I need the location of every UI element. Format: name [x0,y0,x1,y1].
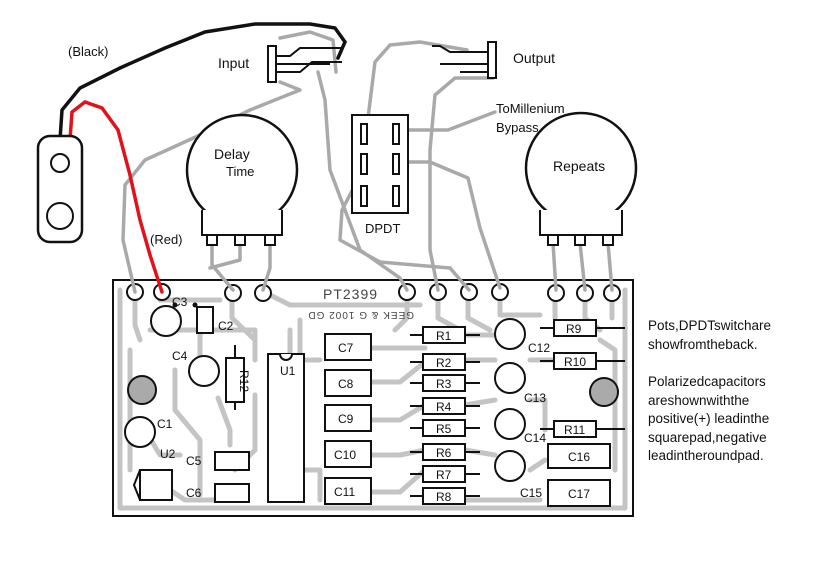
c5-body [214,451,250,471]
note-caps-line: squarepad,negative [648,429,767,445]
note-pots-line: showfromtheback. [648,336,758,352]
label-r1: R1 [436,329,452,343]
label-r12: R12 [237,370,251,392]
label-r4: R4 [436,400,452,414]
label-r3: R3 [436,377,452,391]
note-pots: Pots,DPDTswitchare showfromtheback. [648,317,771,354]
label-u1: U1 [280,364,296,378]
label-c13: C13 [524,391,546,405]
note-caps-line: leadintheroundpad. [648,448,764,463]
note-caps-line: positive(+) leadinthe [648,411,770,426]
label-input: Input [218,55,250,71]
mounting-hole [127,375,157,405]
label-c14: C14 [524,431,546,445]
label-r6: R6 [436,446,452,460]
output-jack [432,41,497,79]
label-c7: C7 [338,341,354,355]
board-title: PT2399 [323,286,378,302]
label-r11: R11 [564,423,585,437]
label-c15: C15 [520,486,542,500]
label-c8: C8 [338,377,354,391]
label-bypass-line1: ToMillenium [496,101,565,116]
label-c11: C11 [334,485,355,499]
label-bypass-line2: Bypass [496,120,539,135]
c2-body [196,306,214,334]
label-c4: C4 [172,349,188,363]
electrolytic-caps [124,305,526,482]
label-black-wire: (Black) [68,44,109,59]
label-u2: U2 [160,447,176,461]
c16-body [547,443,611,469]
r12-body [225,357,245,403]
label-c9: C9 [338,412,354,426]
label-c12: C12 [528,341,550,355]
label-r7: R7 [436,468,452,482]
note-caps-line: Polarizedcapacitors [648,374,766,389]
label-r5: R5 [436,422,452,436]
label-r2: R2 [436,356,452,370]
label-dpdt: DPDT [365,221,401,236]
label-c10: C10 [334,448,356,462]
mounting-hole [589,377,619,407]
black-wire [58,22,348,142]
label-c1: C1 [157,417,173,431]
note-caps: Polarizedcapacitors areshownwiththe posi… [648,373,769,466]
label-delay-line1: Delay [214,146,250,162]
label-c17: C17 [568,487,590,501]
c6-body [214,483,250,503]
note-pots-line: Pots,DPDTswitchare [648,318,772,333]
label-r9: R9 [566,322,582,336]
label-r8: R8 [436,490,452,504]
label-c3: C3 [172,295,188,309]
input-jack [267,45,342,83]
label-repeats: Repeats [553,158,606,174]
c17-body [547,479,611,507]
u2-regulator [139,469,173,501]
label-c5: C5 [186,454,202,468]
label-c2: C2 [218,319,234,333]
label-red-wire: (Red) [150,232,183,247]
board-mirror-text: GEEK & G 1002 GD [307,309,414,320]
red-wire [68,100,164,294]
note-caps-line: areshownwiththe [648,392,750,408]
resistors [422,319,597,505]
label-delay-line2: Time [226,164,255,179]
label-output: Output [513,50,556,66]
label-r10: R10 [564,355,586,369]
label-c6: C6 [186,486,202,500]
film-caps-left [324,333,372,505]
label-c16: C16 [568,450,590,464]
